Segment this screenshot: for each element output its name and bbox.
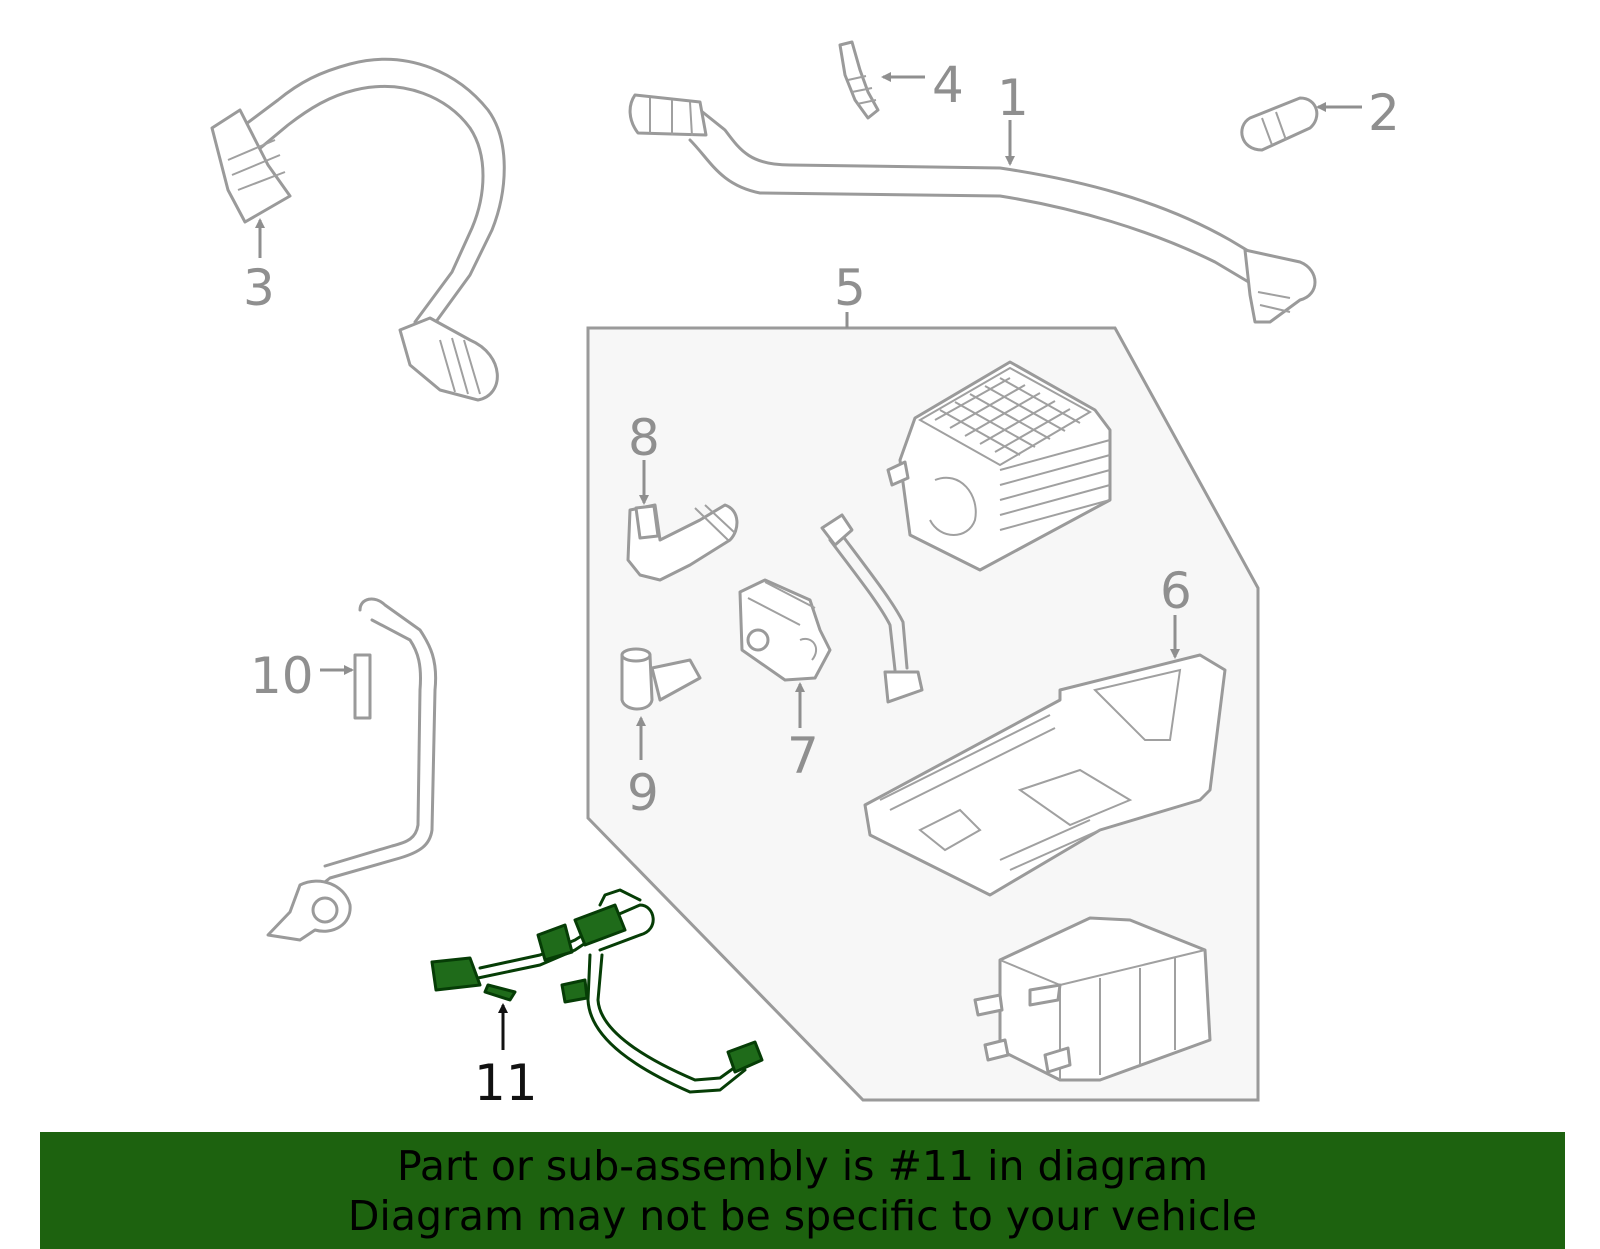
canister-assembly xyxy=(886,360,1112,572)
parts-diagram: 3 1 4 2 5 xyxy=(210,40,1400,1112)
callout-4: 4 xyxy=(932,56,964,114)
banner-line-disclaimer: Diagram may not be specific to your vehi… xyxy=(347,1191,1258,1240)
assembly-panel-5 xyxy=(586,326,1260,1102)
callout-11: 11 xyxy=(474,1054,538,1112)
part-10-tube: 10 xyxy=(250,597,438,942)
part-3-hose: 3 xyxy=(210,57,506,402)
callout-5: 5 xyxy=(834,259,866,317)
short-hose xyxy=(820,513,924,704)
part-1-hose: 1 xyxy=(628,69,1317,324)
banner-line-part-reference: Part or sub-assembly is #11 in diagram xyxy=(396,1141,1209,1190)
assembly-5-label: 5 xyxy=(834,259,866,328)
part-9-valve: 9 xyxy=(620,647,702,822)
callout-3: 3 xyxy=(243,259,275,317)
callout-1: 1 xyxy=(997,69,1029,127)
part-11-hose-assembly: 11 xyxy=(430,888,764,1112)
part-4-connector: 4 xyxy=(838,40,964,120)
part-2-fitting: 2 xyxy=(1240,84,1400,152)
part-7-sensor: 7 xyxy=(738,578,832,785)
charcoal-canister xyxy=(973,916,1212,1082)
callout-8: 8 xyxy=(628,409,660,467)
callout-7: 7 xyxy=(787,727,819,785)
info-banner: Part or sub-assembly is #11 in diagram D… xyxy=(40,1132,1565,1249)
callout-10: 10 xyxy=(250,647,314,705)
part-6-bracket: 6 xyxy=(863,562,1227,897)
callout-6: 6 xyxy=(1160,562,1192,620)
callout-2: 2 xyxy=(1368,84,1400,142)
part-8-purge-valve: 8 xyxy=(626,409,739,582)
callout-9: 9 xyxy=(627,764,659,822)
